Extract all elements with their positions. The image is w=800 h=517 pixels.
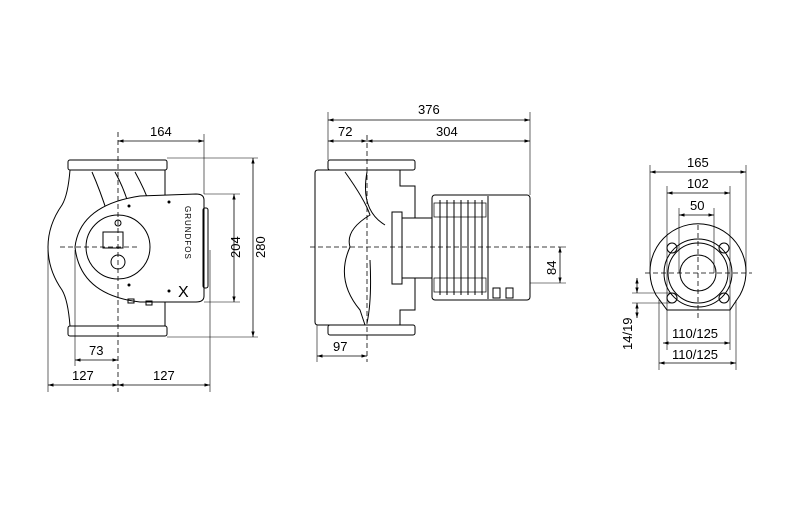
front-view: GRUNDFOS X 164 204 280 73 127 127 xyxy=(47,124,268,392)
dim-50: 50 xyxy=(690,198,704,213)
bottom-flange xyxy=(67,325,168,337)
dim-110-125-inner: 110/125 xyxy=(672,326,718,341)
dim-127-right: 127 xyxy=(153,368,175,383)
motor xyxy=(431,194,531,301)
top-flange xyxy=(67,159,168,171)
cooling-fins xyxy=(433,200,487,295)
dim-73: 73 xyxy=(89,343,103,358)
dim-84: 84 xyxy=(544,261,559,275)
dim-102: 102 xyxy=(687,176,709,191)
dim-110-125-outer: 110/125 xyxy=(672,347,718,362)
dim-204: 204 xyxy=(228,236,243,258)
dim-165: 165 xyxy=(687,155,709,170)
dim-376: 376 xyxy=(418,102,440,117)
motor-neck xyxy=(401,217,433,279)
pump-housing-side xyxy=(314,169,416,326)
logo-x: X xyxy=(178,284,189,301)
flange-view: 165 102 50 14/19 110/125 110/125 xyxy=(620,155,752,370)
dim-127-left: 127 xyxy=(72,368,94,383)
dim-304: 304 xyxy=(436,124,458,139)
logo: GRUNDFOS xyxy=(183,206,192,260)
dim-164: 164 xyxy=(150,124,172,139)
dim-280: 280 xyxy=(253,236,268,258)
dim-97: 97 xyxy=(333,339,347,354)
side-view: 376 72 304 84 97 xyxy=(310,102,566,362)
dim-14-19: 14/19 xyxy=(620,317,635,350)
display xyxy=(102,231,124,249)
dim-72: 72 xyxy=(338,124,352,139)
